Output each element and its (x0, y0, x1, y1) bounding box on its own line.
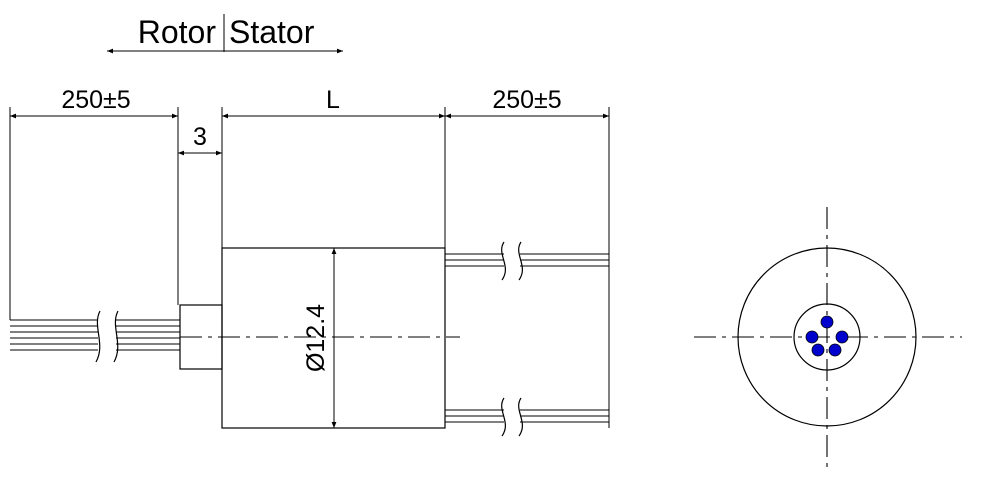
left-break-mark-2 (113, 310, 119, 363)
right-upper-break-mark-2 (518, 241, 524, 281)
right-lead-length-label: 250±5 (492, 86, 561, 114)
right-lead-dimension: 250±5 (445, 86, 610, 428)
body-length-label: L (326, 86, 340, 114)
stator-label: Stator (229, 14, 315, 50)
left-lead-length-label: 250±5 (61, 86, 130, 114)
rotor-shaft-length-label: 3 (193, 123, 207, 151)
right-lower-wire-bundle (445, 397, 609, 437)
rotor-stator-header: Rotor Stator (107, 14, 343, 54)
right-upper-wire-bundle (445, 241, 609, 281)
left-wire-bundle (10, 310, 180, 363)
left-lead-dimension: 250±5 (9, 86, 179, 320)
left-break-mark-1 (95, 310, 101, 363)
body-length-dimension: L (221, 86, 446, 248)
pin-4 (811, 343, 825, 357)
pin-1 (820, 315, 834, 329)
right-lower-break-mark-2 (518, 397, 524, 437)
right-upper-break-mark-1 (501, 241, 507, 281)
pin-2 (805, 330, 819, 344)
pin-3 (835, 330, 849, 344)
rotor-label: Rotor (138, 14, 217, 50)
pin-5 (828, 343, 842, 357)
body-diameter-label: Ø12.4 (302, 304, 330, 372)
end-view (694, 207, 962, 468)
rotor-shaft-dimension: 3 (178, 123, 222, 156)
body-diameter-dimension: Ø12.4 (302, 248, 337, 428)
right-lower-break-mark-1 (501, 397, 507, 437)
